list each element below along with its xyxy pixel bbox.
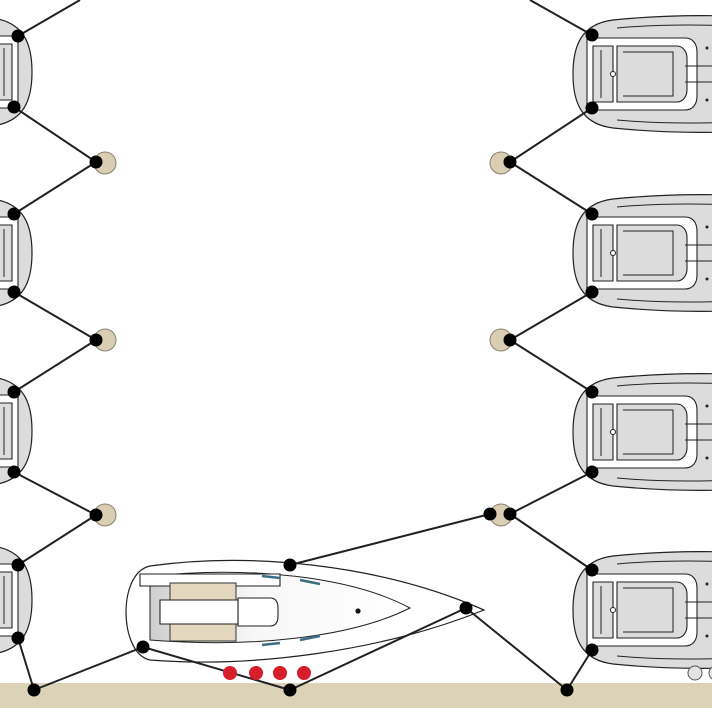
cleat-node-icon — [283, 683, 297, 697]
hatch-3 — [261, 641, 281, 647]
cockpit-seat-bottom — [169, 623, 237, 642]
cleat-node-icon — [7, 285, 21, 299]
hatch-4 — [299, 634, 321, 642]
cleat-node-icon — [7, 385, 21, 399]
fender-icon — [249, 666, 263, 680]
cleat-node-icon — [27, 683, 41, 697]
cleat-node-icon — [503, 507, 517, 521]
fender-icon — [273, 666, 287, 680]
fender-icon — [223, 666, 237, 680]
cleat-node-icon — [283, 558, 297, 572]
cleat-node-icon — [459, 601, 473, 615]
cleat-node-icon — [89, 508, 103, 522]
cleat-node-icon — [585, 465, 599, 479]
cleat-node-icon — [585, 643, 599, 657]
hatch-2 — [299, 578, 321, 586]
hatch-1 — [261, 574, 281, 580]
fender-icon — [297, 666, 311, 680]
cockpit-seat-top — [169, 582, 237, 601]
cleat-node-icon — [560, 683, 574, 697]
cleat-node-icon — [585, 385, 599, 399]
cleat-node-icon — [7, 465, 21, 479]
mooring-lines — [13, 0, 593, 691]
quay-markers — [687, 665, 712, 681]
cleat-node-icon — [585, 28, 599, 42]
quay — [0, 683, 712, 708]
cleat-node-icon — [503, 155, 517, 169]
cleat-node-icon — [585, 101, 599, 115]
mooring-buoys — [93, 151, 513, 527]
cleat-node-icon — [585, 563, 599, 577]
cleat-nodes — [7, 28, 599, 697]
cleat-node-icon — [136, 640, 150, 654]
cleat-node-icon — [11, 558, 25, 572]
cleat-node-icon — [11, 631, 25, 645]
fenders — [223, 666, 311, 680]
cleat-node-icon — [7, 207, 21, 221]
cleat-node-icon — [585, 285, 599, 299]
cleat-node-icon — [585, 207, 599, 221]
cleat-node-icon — [483, 507, 497, 521]
cleat-node-icon — [89, 155, 103, 169]
center-boat — [125, 559, 486, 663]
cleat-node-icon — [7, 100, 21, 114]
cleat-node-icon — [11, 29, 25, 43]
cleat-node-icon — [89, 333, 103, 347]
cleat-node-icon — [503, 333, 517, 347]
